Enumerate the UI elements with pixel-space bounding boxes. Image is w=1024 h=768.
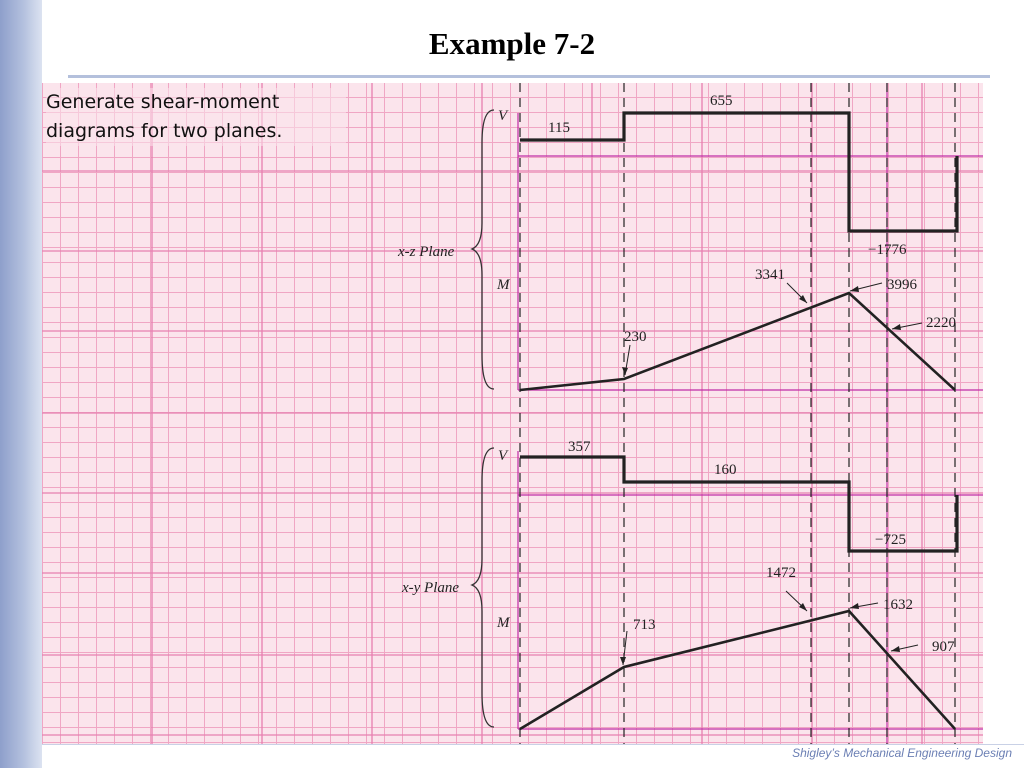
footer-credit: Shigley’s Mechanical Engineering Design <box>792 746 1012 760</box>
xy-moment-curve <box>519 609 956 731</box>
intro-text: Generate shear-moment diagrams for two p… <box>46 88 346 146</box>
xz-moment-axis-label: M <box>496 277 511 293</box>
diagram-svg: x-z Plane x-y Plane V M V M 115 655 −177… <box>42 83 983 744</box>
major-grid <box>42 83 983 744</box>
intro-line-2: diagrams for two planes. <box>46 120 283 142</box>
xz-shear-axis-label: V <box>498 108 509 124</box>
leader-arrows <box>622 282 923 666</box>
xz-moment-curve <box>519 291 956 392</box>
xy-moment-axis-label: M <box>496 615 511 631</box>
title-underline <box>68 75 990 78</box>
xy-shear-value-2: 160 <box>714 462 737 478</box>
xy-plane-label: x-y Plane <box>401 580 459 596</box>
xz-plane-label: x-z Plane <box>397 244 455 260</box>
xz-shear-value-1: 115 <box>548 120 570 136</box>
xy-shear-axis-label: V <box>498 448 509 464</box>
xy-shear-curve <box>520 455 959 553</box>
xy-plane-brace <box>470 447 495 728</box>
xz-moment-value-4: 2220 <box>926 315 956 331</box>
xy-moment-value-4: 907 <box>932 639 955 655</box>
xy-shear-value-3: −725 <box>875 532 906 548</box>
arrowheads <box>620 286 901 665</box>
xz-shear-curve <box>520 111 959 233</box>
shear-moment-figure: x-z Plane x-y Plane V M V M 115 655 −177… <box>42 83 983 744</box>
xy-shear-value-1: 357 <box>568 439 591 455</box>
xy-moment-value-2: 1472 <box>766 565 796 581</box>
xy-moment-value-1: 713 <box>633 617 656 633</box>
xy-moment-value-3: 1632 <box>883 597 913 613</box>
xz-moment-value-2: 3341 <box>755 267 785 283</box>
intro-line-1: Generate shear-moment <box>46 91 280 113</box>
left-decorative-bar <box>0 0 42 768</box>
xz-moment-value-3: 3996 <box>887 277 918 293</box>
slide-title: Example 7-2 <box>428 26 596 61</box>
xz-shear-value-3: −1776 <box>868 242 907 258</box>
xz-moment-value-1: 230 <box>624 329 647 345</box>
xz-plane-brace <box>470 109 495 390</box>
footer-divider <box>42 744 1024 745</box>
xz-shear-value-2: 655 <box>710 93 733 109</box>
axis-baselines <box>517 83 983 744</box>
